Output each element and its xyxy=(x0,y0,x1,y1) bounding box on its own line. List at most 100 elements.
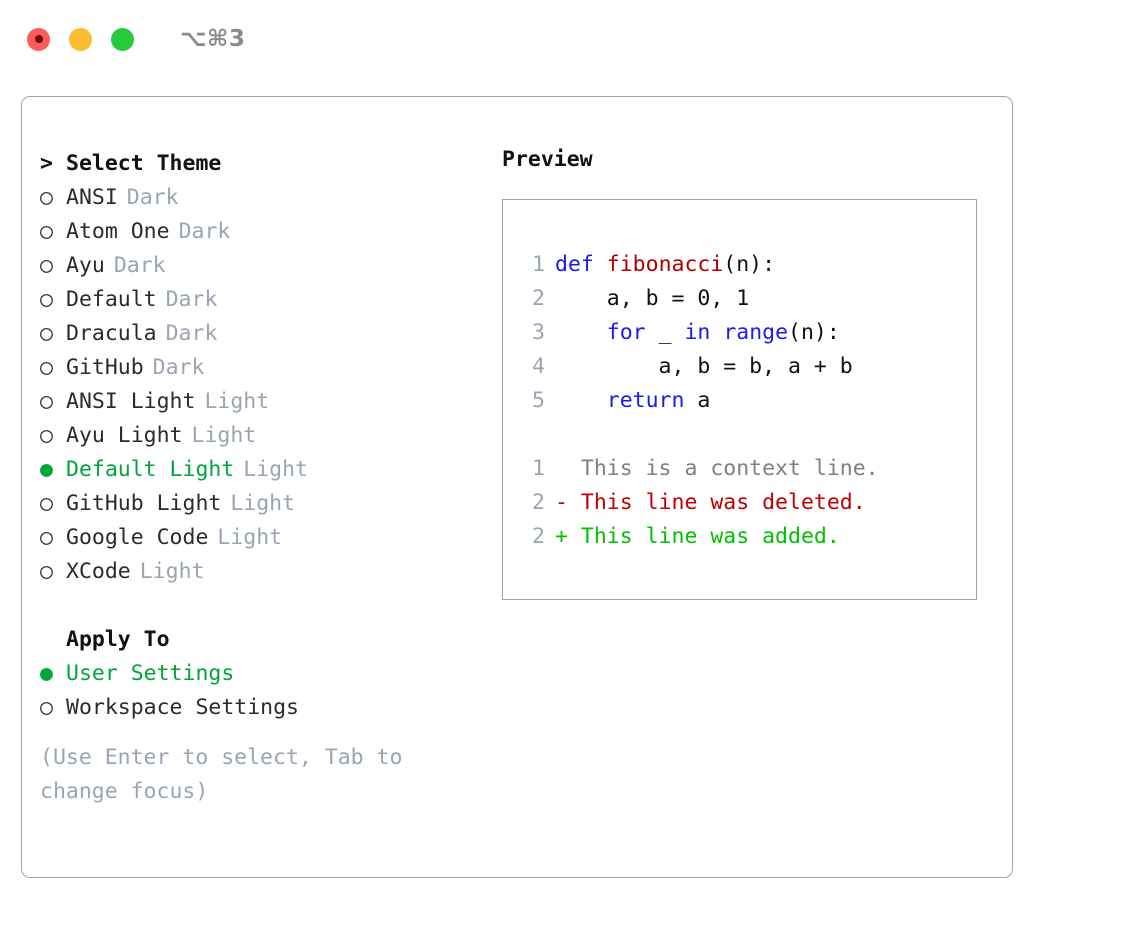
code-token xyxy=(555,388,607,413)
code-token xyxy=(710,320,723,345)
theme-variant-tag: Light xyxy=(204,389,270,414)
line-number: 2 xyxy=(532,490,545,515)
radio-unselected-icon[interactable]: ○ xyxy=(40,185,53,210)
line-number: 2 xyxy=(532,524,545,549)
diff-text: This line was added. xyxy=(567,524,840,549)
radio-unselected-icon[interactable]: ○ xyxy=(40,525,53,550)
diff-text: This is a context line. xyxy=(567,456,879,481)
theme-option-atom-one[interactable]: ○ Atom One Dark xyxy=(40,215,492,249)
code-token: a xyxy=(684,388,711,413)
theme-option-ansi-light[interactable]: ○ ANSI Light Light xyxy=(40,385,492,419)
theme-option-label: XCode xyxy=(66,559,131,584)
theme-option-label: Atom One xyxy=(66,219,170,244)
preview-title: Preview xyxy=(502,147,593,172)
select-theme-header: > Select Theme xyxy=(40,147,492,181)
select-theme-title: Select Theme xyxy=(66,151,222,176)
theme-option-label: Dracula xyxy=(66,321,157,346)
code-token: (n): xyxy=(723,252,776,277)
theme-option-ayu-light[interactable]: ○ Ayu Light Light xyxy=(40,419,492,453)
code-token xyxy=(594,252,607,277)
close-button[interactable] xyxy=(27,27,50,51)
theme-option-ayu[interactable]: ○ Ayu Dark xyxy=(40,249,492,283)
code-token: a, b = b, a + b xyxy=(555,354,853,379)
diff-sign xyxy=(555,456,568,481)
theme-option-github-light[interactable]: ○ GitHub Light Light xyxy=(40,487,492,521)
theme-option-label: Google Code xyxy=(66,525,209,550)
radio-unselected-icon[interactable]: ○ xyxy=(40,695,53,720)
apply-to-option-user-settings[interactable]: ● User Settings xyxy=(40,657,492,691)
radio-unselected-icon[interactable]: ○ xyxy=(40,321,53,346)
code-token: _ xyxy=(645,320,685,345)
theme-option-label: ANSI xyxy=(66,185,118,210)
theme-variant-tag: Dark xyxy=(165,287,218,312)
code-token: a, b = 0, 1 xyxy=(555,286,750,311)
theme-option-label: ANSI Light xyxy=(66,389,196,414)
theme-option-label: Ayu xyxy=(66,253,105,278)
line-number: 5 xyxy=(532,388,545,413)
theme-variant-tag: Light xyxy=(191,423,257,448)
theme-option-label: GitHub Light xyxy=(66,491,222,516)
radio-unselected-icon[interactable]: ○ xyxy=(40,423,53,448)
radio-selected-icon[interactable]: ● xyxy=(40,457,53,482)
radio-unselected-icon[interactable]: ○ xyxy=(40,559,53,584)
code-token: range xyxy=(723,320,789,345)
diff-text: This line was deleted. xyxy=(567,490,866,515)
radio-unselected-icon[interactable]: ○ xyxy=(40,287,53,312)
diff-sign: + xyxy=(555,524,568,549)
code-diff-gap xyxy=(519,418,976,452)
theme-variant-tag: Dark xyxy=(126,185,179,210)
theme-variant-tag: Light xyxy=(230,491,296,516)
code-token xyxy=(555,320,607,345)
theme-variant-tag: Dark xyxy=(165,321,218,346)
line-number: 1 xyxy=(532,252,545,277)
minimize-button[interactable] xyxy=(69,27,92,51)
theme-option-ansi[interactable]: ○ ANSI Dark xyxy=(40,181,492,215)
apply-to-options-list: ● User Settings ○ Workspace Settings xyxy=(40,657,492,725)
theme-option-default[interactable]: ○ Default Dark xyxy=(40,283,492,317)
radio-unselected-icon[interactable]: ○ xyxy=(40,389,53,414)
apply-to-header: ○ Apply To xyxy=(40,623,492,657)
theme-variant-tag: Light xyxy=(243,457,309,482)
radio-selected-icon[interactable]: ● xyxy=(40,661,53,686)
radio-unselected-icon[interactable]: ○ xyxy=(40,219,53,244)
radio-unselected-icon[interactable]: ○ xyxy=(40,253,53,278)
code-line: 3 for _ in range(n): xyxy=(519,316,976,350)
diff-line-ctx: 1 This is a context line. xyxy=(519,452,976,486)
theme-option-label: Default xyxy=(66,287,157,312)
theme-variant-tag: Dark xyxy=(113,253,166,278)
maximize-button[interactable] xyxy=(111,27,134,51)
window-title: ⌥⌘3 xyxy=(180,26,246,52)
code-token: def xyxy=(555,252,594,277)
radio-unselected-icon[interactable]: ○ xyxy=(40,355,53,380)
diff-sample: 1 This is a context line.2- This line wa… xyxy=(519,452,976,554)
apply-to-marker-spacer: ○ xyxy=(40,623,66,657)
diff-sign: - xyxy=(555,490,568,515)
apply-to-option-workspace-settings[interactable]: ○ Workspace Settings xyxy=(40,691,492,725)
window-titlebar: ⌥⌘3 xyxy=(0,0,1140,78)
theme-variant-tag: Dark xyxy=(178,219,231,244)
apply-to-option-label: Workspace Settings xyxy=(66,695,299,720)
code-token: in xyxy=(684,320,711,345)
theme-option-dracula[interactable]: ○ Dracula Dark xyxy=(40,317,492,351)
apply-to-title: Apply To xyxy=(66,627,170,652)
theme-option-label: GitHub xyxy=(66,355,144,380)
code-token: for xyxy=(606,320,646,345)
apply-to-option-label: User Settings xyxy=(66,661,235,686)
theme-option-label: Ayu Light xyxy=(66,423,183,448)
radio-unselected-icon[interactable]: ○ xyxy=(40,491,53,516)
keyboard-hint: (Use Enter to select, Tab to change focu… xyxy=(40,745,416,804)
diff-line-del: 2- This line was deleted. xyxy=(519,486,976,520)
code-line: 2 a, b = 0, 1 xyxy=(519,282,976,316)
line-number: 4 xyxy=(532,354,545,379)
